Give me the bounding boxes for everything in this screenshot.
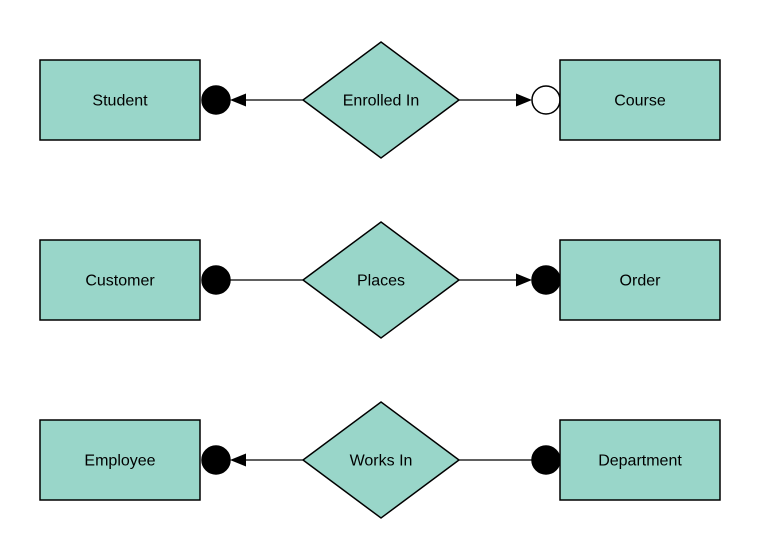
entity-label-employee: Employee [84, 453, 155, 470]
relationship-label-works-in: Works In [350, 453, 413, 470]
entity-label-department: Department [598, 453, 682, 470]
relationship-diamond-enrolled-in [301, 41, 461, 159]
entity-label-order: Order [620, 273, 662, 290]
filled-circle-terminal [531, 445, 561, 475]
filled-circle-terminal [201, 265, 231, 295]
entity-box-customer [39, 239, 201, 321]
arrowhead-left-icon [230, 453, 246, 467]
filled-circle-terminal [201, 445, 231, 475]
entity-box-order [559, 239, 721, 321]
er-row-customer-order: Customer Places Order [39, 221, 721, 339]
entity-box-student [39, 59, 201, 141]
arrowhead-left-icon [230, 93, 246, 107]
relationship-label-enrolled-in: Enrolled In [343, 93, 420, 110]
arrowhead-right-icon [516, 93, 532, 107]
entity-label-customer: Customer [85, 273, 155, 290]
entity-box-employee [39, 419, 201, 501]
er-row-employee-department: Employee Works In Department [39, 401, 721, 519]
entity-box-course [559, 59, 721, 141]
relationship-diamond-works-in [301, 401, 461, 519]
entity-label-student: Student [92, 93, 148, 110]
er-row-student-course: Student Enrolled In Course [39, 41, 721, 159]
relationship-diamond-places [301, 221, 461, 339]
filled-circle-terminal [201, 85, 231, 115]
arrowhead-right-icon [516, 273, 532, 287]
entity-label-course: Course [614, 93, 666, 110]
open-circle-terminal [531, 85, 561, 115]
relationship-label-places: Places [357, 273, 405, 290]
filled-circle-terminal [531, 265, 561, 295]
entity-box-department [559, 419, 721, 501]
